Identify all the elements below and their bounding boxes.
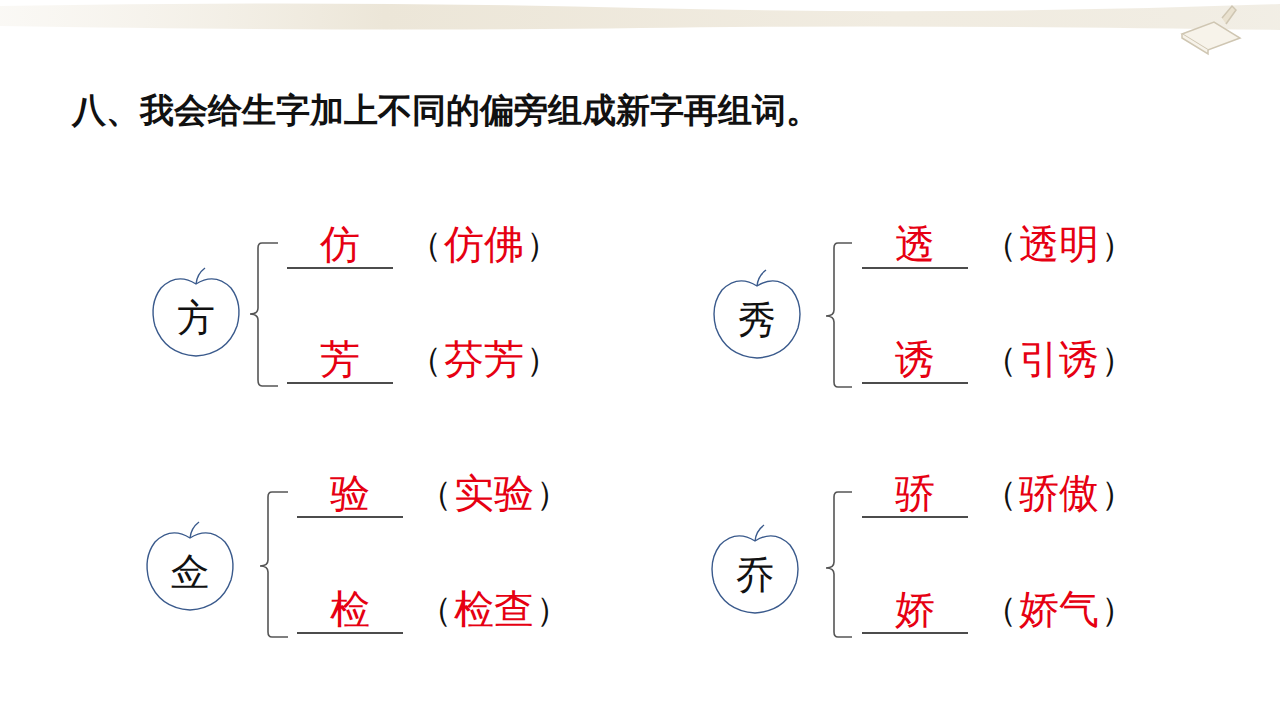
parenthesis: （: [418, 476, 452, 510]
answer-character: 仿: [287, 224, 393, 264]
parenthesis: ）: [536, 592, 570, 626]
answer-character: 检: [297, 589, 403, 629]
answer-word: 芬芳: [444, 339, 524, 379]
answer-character: 验: [297, 473, 403, 513]
answer-word-row: （透明）: [983, 224, 1135, 264]
parenthesis: ）: [536, 476, 570, 510]
book-icon: [1182, 6, 1240, 54]
answer-word-row: （实验）: [418, 473, 570, 513]
apple-circle: 佥: [146, 528, 234, 616]
parenthesis: （: [418, 592, 452, 626]
answer-word: 实验: [454, 473, 534, 513]
node-character: 方: [152, 274, 240, 362]
parenthesis: （: [408, 227, 442, 261]
answer-word-row: （引诱）: [983, 339, 1135, 379]
apple-circle: 秀: [713, 276, 801, 364]
answer-character: 骄: [862, 473, 968, 513]
answer-word-row: （骄傲）: [983, 473, 1135, 513]
answer-blank: [287, 268, 968, 633]
node-character: 秀: [713, 276, 801, 364]
answer-character: 芳: [287, 339, 393, 379]
answer-word: 娇气: [1019, 589, 1099, 629]
parenthesis: ）: [526, 227, 560, 261]
parenthesis: （: [983, 227, 1017, 261]
parenthesis: （: [983, 592, 1017, 626]
answer-word: 透明: [1019, 224, 1099, 264]
parenthesis: ）: [1101, 592, 1135, 626]
title: 八、我会给生字加上不同的偏旁组成新字再组词。: [72, 88, 820, 134]
answer-character: 透: [862, 224, 968, 264]
apple-circle: 方: [152, 274, 240, 362]
answer-word: 检查: [454, 589, 534, 629]
top-band: [0, 3, 1280, 30]
answer-character: 诱: [862, 339, 968, 379]
brace: [250, 243, 852, 637]
node-character: 佥: [146, 528, 234, 616]
answer-word: 仿佛: [444, 224, 524, 264]
parenthesis: ）: [1101, 476, 1135, 510]
parenthesis: ）: [1101, 342, 1135, 376]
answer-word-row: （芬芳）: [408, 339, 560, 379]
answer-word-row: （仿佛）: [408, 224, 560, 264]
answer-word-row: （娇气）: [983, 589, 1135, 629]
parenthesis: ）: [1101, 227, 1135, 261]
apple-circle: 乔: [711, 531, 799, 619]
answer-word: 引诱: [1019, 339, 1099, 379]
answer-word-row: （检查）: [418, 589, 570, 629]
node-character: 乔: [711, 531, 799, 619]
parenthesis: （: [983, 476, 1017, 510]
answer-word: 骄傲: [1019, 473, 1099, 513]
parenthesis: ）: [526, 342, 560, 376]
answer-character: 娇: [862, 589, 968, 629]
parenthesis: （: [408, 342, 442, 376]
parenthesis: （: [983, 342, 1017, 376]
